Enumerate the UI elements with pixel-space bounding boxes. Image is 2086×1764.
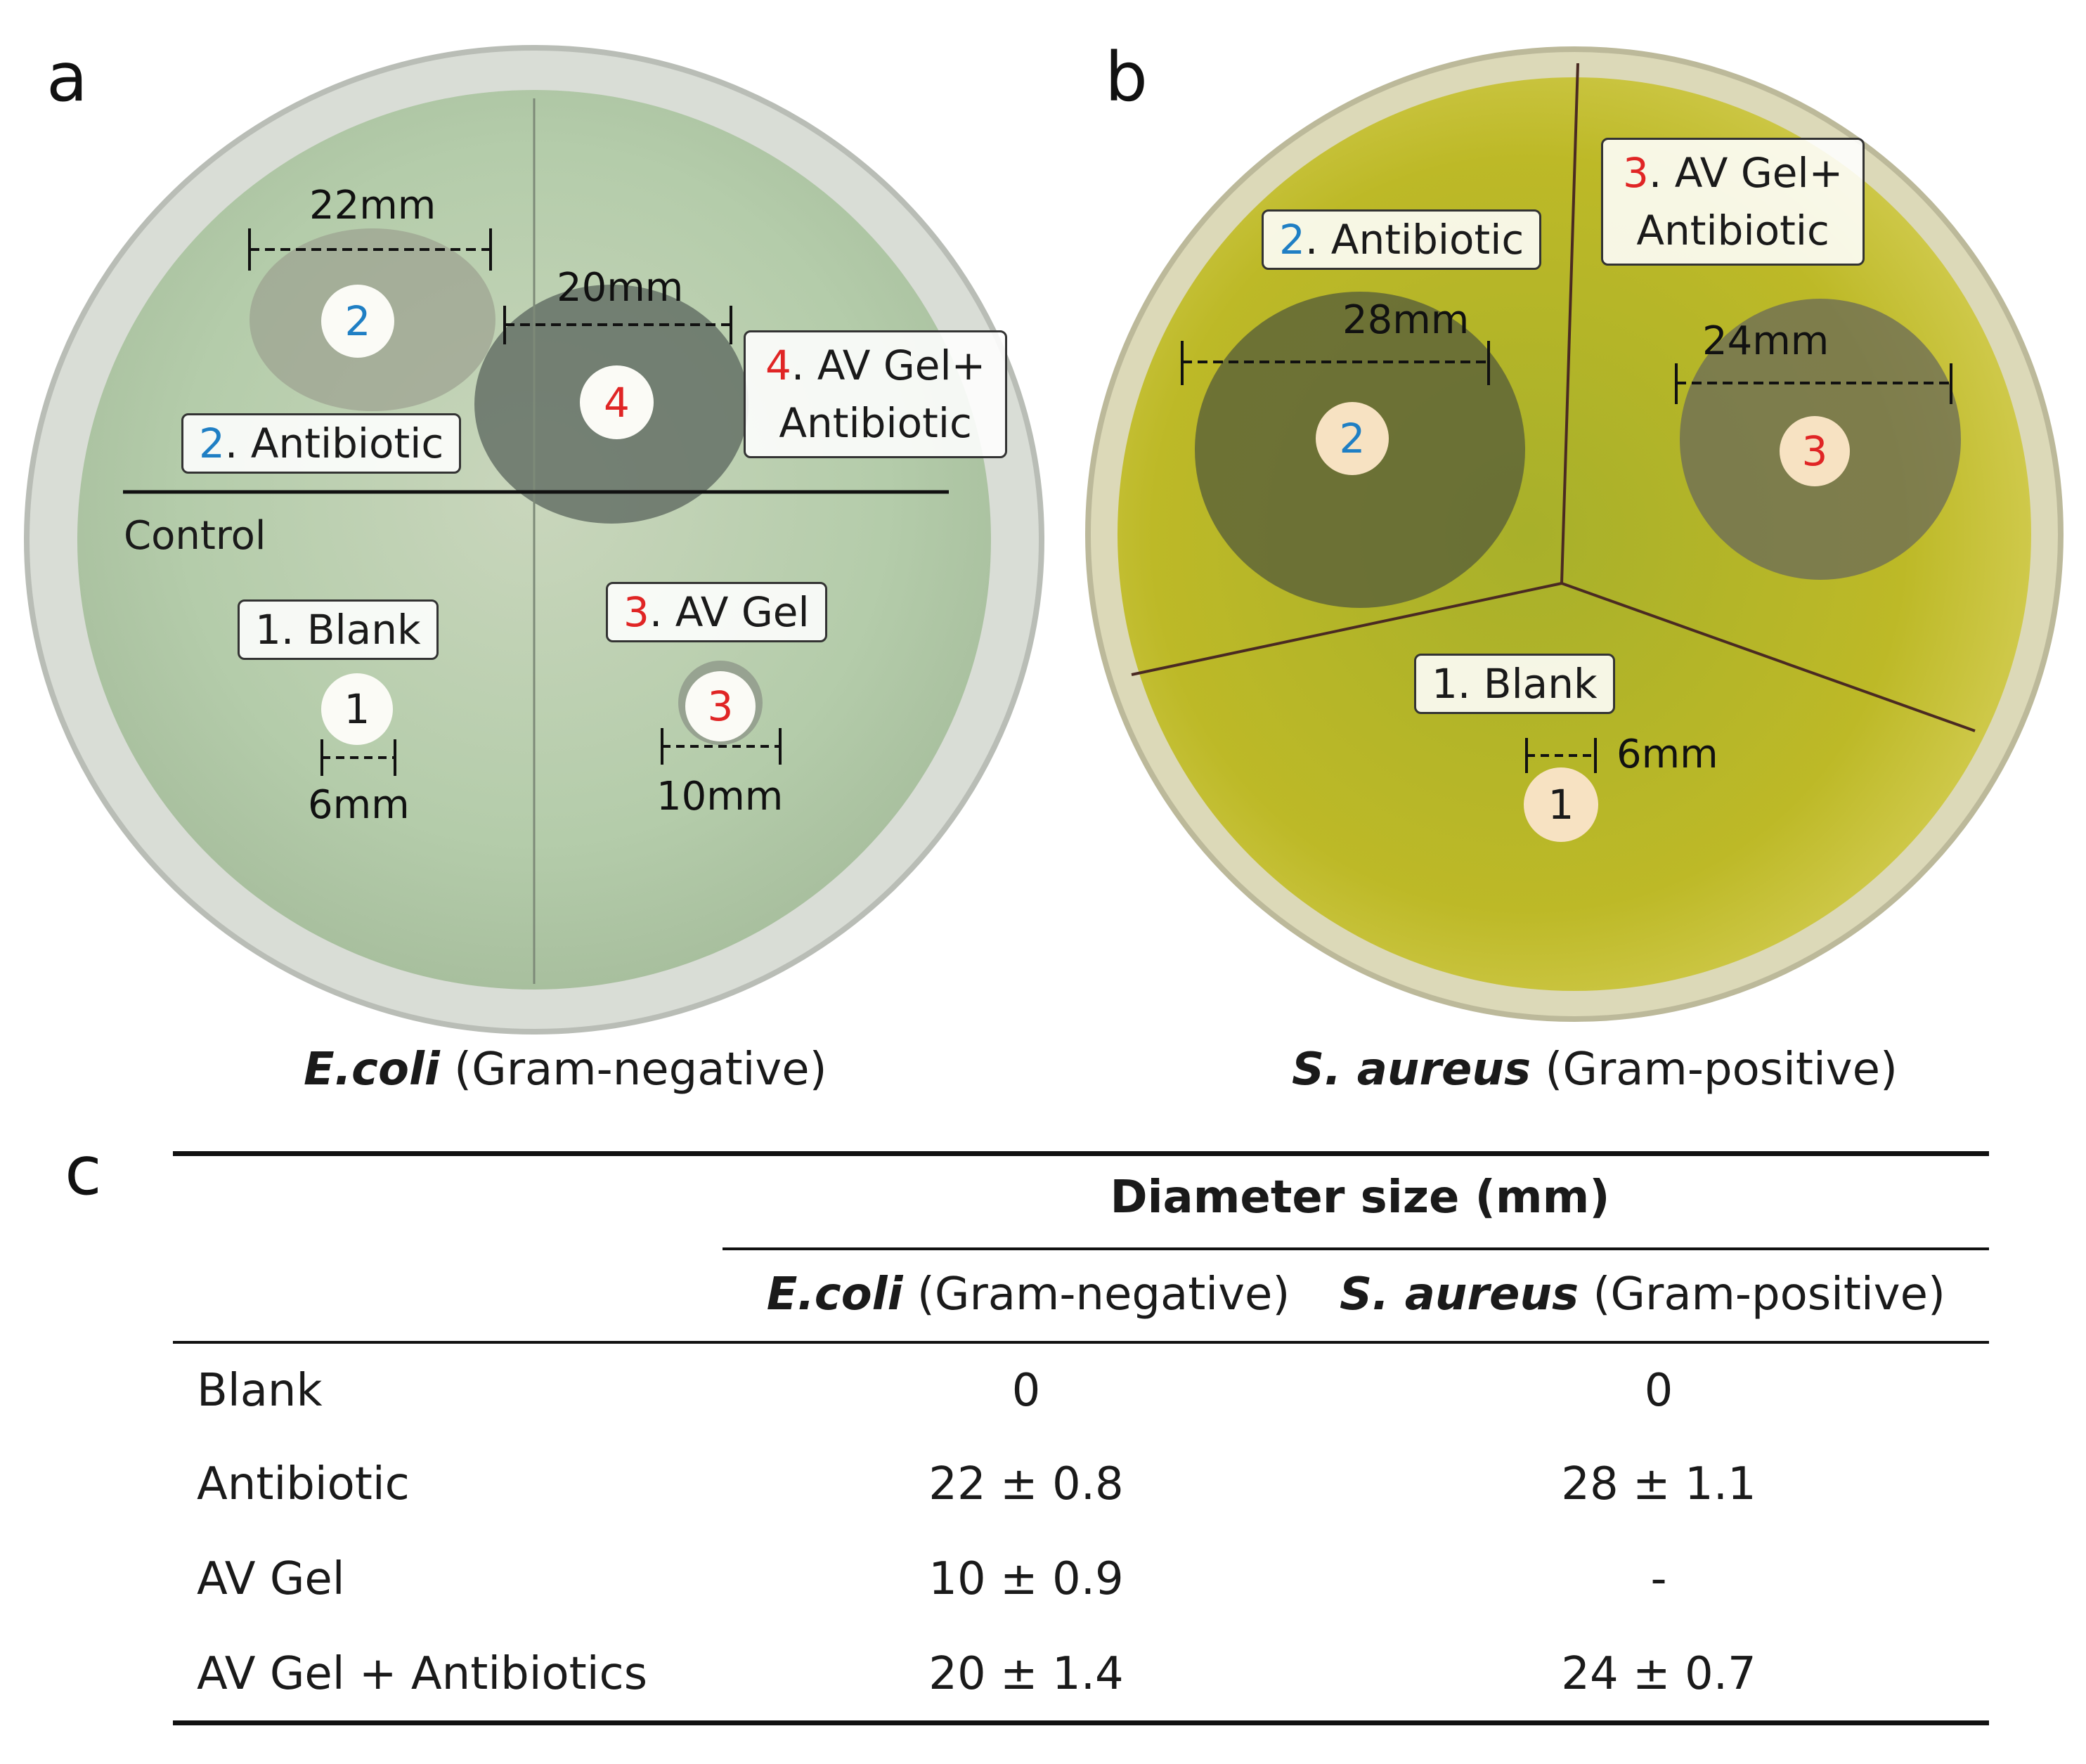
table-header-diameter: Diameter size (mm) <box>1110 1172 1610 1224</box>
disk-label: 3 <box>1801 427 1828 475</box>
label-a-combo: 4. AV Gel+Antibiotic <box>744 330 1008 458</box>
disk-label: 2 <box>1339 415 1366 462</box>
plate-b-line-right <box>1561 582 1976 732</box>
measurement-a-antibiotic: 22mm <box>309 183 436 228</box>
table-bottom-rule <box>173 1720 1989 1725</box>
table-col-saureus: S. aureus (Gram-positive) <box>1340 1269 1945 1321</box>
disk-label: 1 <box>1548 781 1574 829</box>
label-a-avgel: 3. AV Gel <box>606 582 827 642</box>
disk-b-antibiotic: 2 <box>1316 402 1389 475</box>
label-a-control: Control <box>124 513 266 559</box>
disk-a-antibiotic: 2 <box>321 285 394 358</box>
disk-label: 2 <box>344 297 371 345</box>
measurement-a-blank: 6mm <box>308 782 410 828</box>
caption-a: E.coli (Gram-negative) <box>304 1044 827 1096</box>
label-b-combo: 3. AV Gel+Antibiotic <box>1601 138 1865 266</box>
measurement-b-combo: 24mm <box>1702 318 1829 364</box>
disk-label: 3 <box>707 682 734 730</box>
table-top-rule <box>173 1151 1989 1156</box>
caption-b: S. aureus (Gram-positive) <box>1292 1044 1898 1096</box>
measurement-a-avgel: 10mm <box>656 774 784 819</box>
table-cell-ecoli: 10 ± 0.9 <box>928 1553 1124 1605</box>
table-cell-saureus: 28 ± 1.1 <box>1561 1458 1756 1510</box>
table-row-label: Blank <box>197 1365 323 1417</box>
measurement-b-antibiotic: 28mm <box>1342 297 1470 343</box>
label-b-antibiotic: 2. Antibiotic <box>1262 209 1542 270</box>
label-b-blank: 1. Blank <box>1414 654 1615 714</box>
label-a-antibiotic: 2. Antibiotic <box>181 413 462 474</box>
table-row-label: AV Gel + Antibiotics <box>197 1648 648 1700</box>
label-a-blank: 1. Blank <box>238 599 439 660</box>
plate-b-line-left <box>1131 582 1562 676</box>
table-row-label: AV Gel <box>197 1553 345 1605</box>
panel-letter-a: a <box>46 38 88 117</box>
disk-b-combo: 3 <box>1780 416 1850 486</box>
disk-label: 1 <box>344 685 370 733</box>
table-cell-saureus: 24 ± 0.7 <box>1561 1648 1756 1700</box>
table-cell-ecoli: 0 <box>1011 1365 1041 1417</box>
table-mid-rule <box>173 1341 1989 1344</box>
disk-a-combo: 4 <box>580 365 654 439</box>
panel-letter-b: b <box>1105 38 1148 117</box>
panel-letter-c: c <box>65 1131 102 1210</box>
disk-b-blank: 1 <box>1524 767 1598 842</box>
table-header-rule <box>723 1247 1989 1250</box>
disk-a-blank: 1 <box>321 673 393 745</box>
table-cell-saureus: 0 <box>1644 1365 1673 1417</box>
table-cell-ecoli: 22 ± 0.8 <box>928 1458 1124 1510</box>
table-col-ecoli: E.coli (Gram-negative) <box>766 1269 1290 1321</box>
measurement-a-combo: 20mm <box>557 265 684 311</box>
table-cell-ecoli: 20 ± 1.4 <box>928 1648 1124 1700</box>
disk-a-avgel: 3 <box>685 671 756 741</box>
measurement-b-blank: 6mm <box>1617 732 1718 777</box>
table-row-label: Antibiotic <box>197 1458 410 1510</box>
table-cell-saureus: - <box>1650 1553 1667 1605</box>
disk-label: 4 <box>604 378 630 427</box>
plate-b-line-up <box>1560 63 1579 584</box>
